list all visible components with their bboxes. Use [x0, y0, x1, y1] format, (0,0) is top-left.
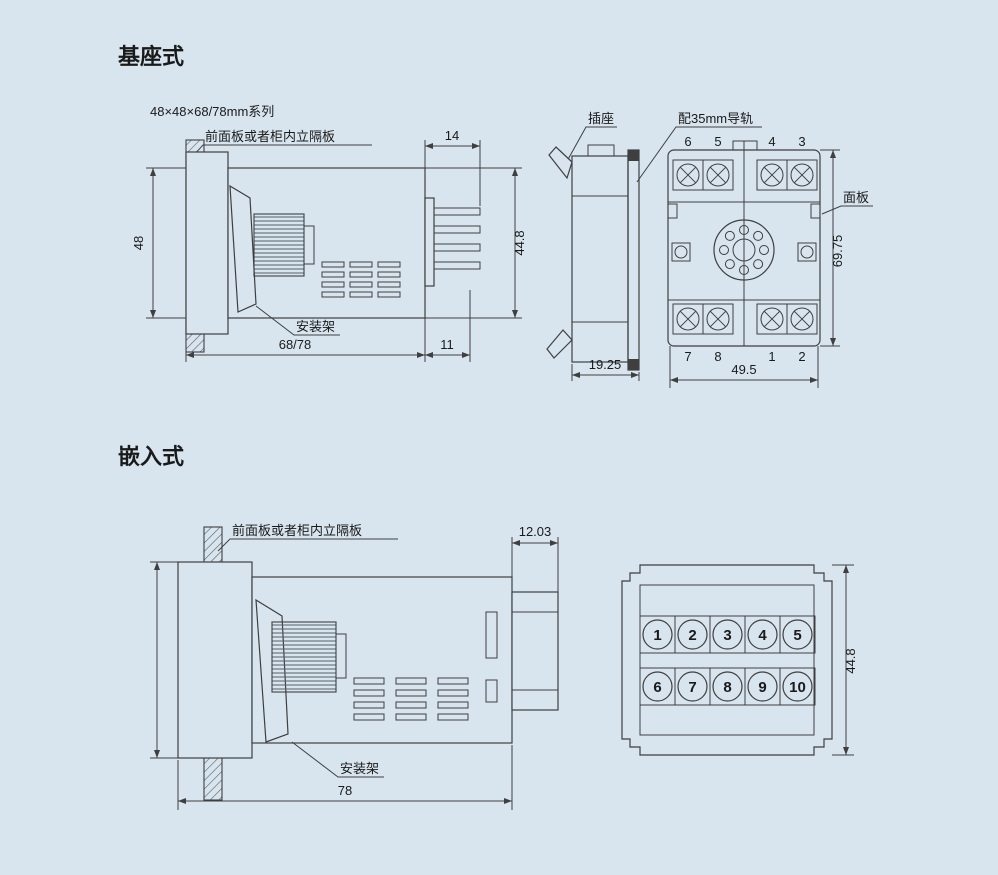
terminal-number: 5	[793, 627, 801, 644]
socket-clip-bottom	[546, 329, 573, 359]
dim-cutout-height: 48	[131, 167, 186, 319]
terminal-number: 5	[714, 134, 721, 149]
dim-body-height: 44.8	[425, 167, 527, 319]
rear-pins	[424, 197, 481, 287]
dim-19-25-label: 19.25	[589, 357, 622, 372]
side-notch-left	[667, 203, 678, 219]
vent-slots	[321, 261, 401, 298]
socket-side-view: 插座 19.25	[546, 111, 640, 381]
terminal-number: 7	[684, 349, 691, 364]
dim-socket-height: 69.75	[820, 149, 845, 347]
base-side-view: 前面板或者柜内立隔板 48 安装架	[131, 128, 527, 362]
terminal-number: 8	[714, 349, 721, 364]
socket-leader-line	[565, 126, 617, 164]
dim-44-8-label: 44.8	[512, 230, 527, 255]
base-type-section: 基座式 48×48×68/78mm系列 前面板或者柜内立隔板 48 安装架	[118, 44, 873, 388]
rear-view-inner	[639, 584, 815, 736]
dim-socket-depth: 19.25	[571, 357, 640, 381]
terminal-number: 6	[684, 134, 691, 149]
side-hole-left	[671, 242, 691, 262]
terminal-number: 1	[768, 349, 775, 364]
terminal-row-1: 1 2 3 4 5	[639, 615, 816, 654]
dim-11-label: 11	[440, 337, 454, 352]
connector-tab	[335, 633, 347, 679]
terminal-number: 3	[723, 627, 731, 644]
rail-latch-tab	[732, 140, 758, 151]
series-label: 48×48×68/78mm系列	[150, 104, 274, 119]
dim-44-8-label: 44.8	[843, 648, 858, 673]
bracket-leader-line	[291, 741, 384, 778]
screw-terminal	[702, 159, 734, 191]
screw-terminals-top	[672, 159, 818, 191]
device-bezel	[177, 561, 253, 759]
front-panel-label: 前面板或者柜内立隔板	[232, 523, 362, 538]
terminal-number: 8	[723, 679, 731, 696]
flush-side-view: 前面板或者柜内立隔板 安装架	[150, 523, 559, 810]
rear-block	[511, 591, 559, 711]
dim-48-label: 48	[131, 236, 146, 250]
dim-body-depth: 68/78 11	[185, 290, 471, 362]
terminal-number: 10	[789, 679, 806, 696]
socket-clip-top	[548, 146, 573, 180]
rear-slot	[485, 611, 498, 659]
dim-socket-width: 49.5	[669, 346, 819, 388]
dim-rear-depth: 12.03	[511, 524, 559, 592]
terminal-number: 1	[653, 627, 661, 644]
rail-stop-bottom	[628, 359, 639, 370]
bracket-label: 安装架	[340, 761, 379, 776]
front-panel-label: 前面板或者柜内立隔板	[205, 129, 335, 144]
rail-leader-line	[636, 126, 762, 183]
screw-terminal	[786, 303, 818, 335]
bracket-leader-line	[255, 305, 340, 336]
terminal-number: 7	[688, 679, 696, 696]
faceplate-leader-line	[821, 205, 873, 215]
flush-type-title: 嵌入式	[118, 444, 184, 469]
bracket-label: 安装架	[296, 319, 335, 334]
rail-stop-top	[628, 150, 639, 161]
side-hole-right	[797, 242, 817, 262]
socket-label: 插座	[588, 111, 614, 126]
dim-front-height	[150, 561, 178, 759]
socket-top-tab	[587, 144, 615, 157]
dim-body-depth: 78	[177, 745, 513, 810]
screw-terminals-bottom	[672, 303, 818, 335]
dim-78-label: 78	[338, 783, 352, 798]
connector-block	[271, 621, 337, 693]
base-type-title: 基座式	[118, 44, 184, 69]
dim-rear-height: 44.8	[832, 564, 858, 756]
terminal-number: 3	[798, 134, 805, 149]
terminal-number: 9	[758, 679, 766, 696]
dim-14-label: 14	[445, 128, 459, 143]
terminal-number: 4	[768, 134, 775, 149]
flush-type-section: 嵌入式 前面板或者柜内立隔板 安装架	[118, 444, 858, 810]
dim-69-75-label: 69.75	[830, 235, 845, 268]
rear-view-outline	[621, 564, 833, 756]
terminal-number: 2	[688, 627, 696, 644]
rear-slot	[485, 679, 498, 703]
flush-rear-view: 1 2 3 4 5 6 7 8 9 10	[621, 564, 858, 756]
mounting-bracket	[229, 184, 257, 313]
faceplate-label: 面板	[843, 190, 869, 205]
dim-12-03-label: 12.03	[519, 524, 552, 539]
vent-slots	[353, 677, 469, 721]
dim-49-5-label: 49.5	[731, 362, 756, 377]
relay-boss	[713, 219, 775, 281]
rail-label: 配35mm导轨	[678, 111, 753, 126]
connector-tab	[303, 225, 315, 265]
terminal-row-2: 6 7 8 9 10	[639, 667, 816, 706]
socket-front-view: 配35mm导轨 6 5 4 3	[636, 111, 873, 388]
screw-terminal	[702, 303, 734, 335]
device-bezel	[185, 151, 229, 335]
terminal-number: 4	[758, 627, 767, 644]
side-notch-right	[810, 203, 821, 219]
terminal-number: 2	[798, 349, 805, 364]
connector-block	[253, 213, 305, 277]
screw-terminal	[786, 159, 818, 191]
dim-pin-length: 14	[424, 128, 481, 206]
terminal-number: 6	[653, 679, 661, 696]
dim-68-78-label: 68/78	[279, 337, 312, 352]
